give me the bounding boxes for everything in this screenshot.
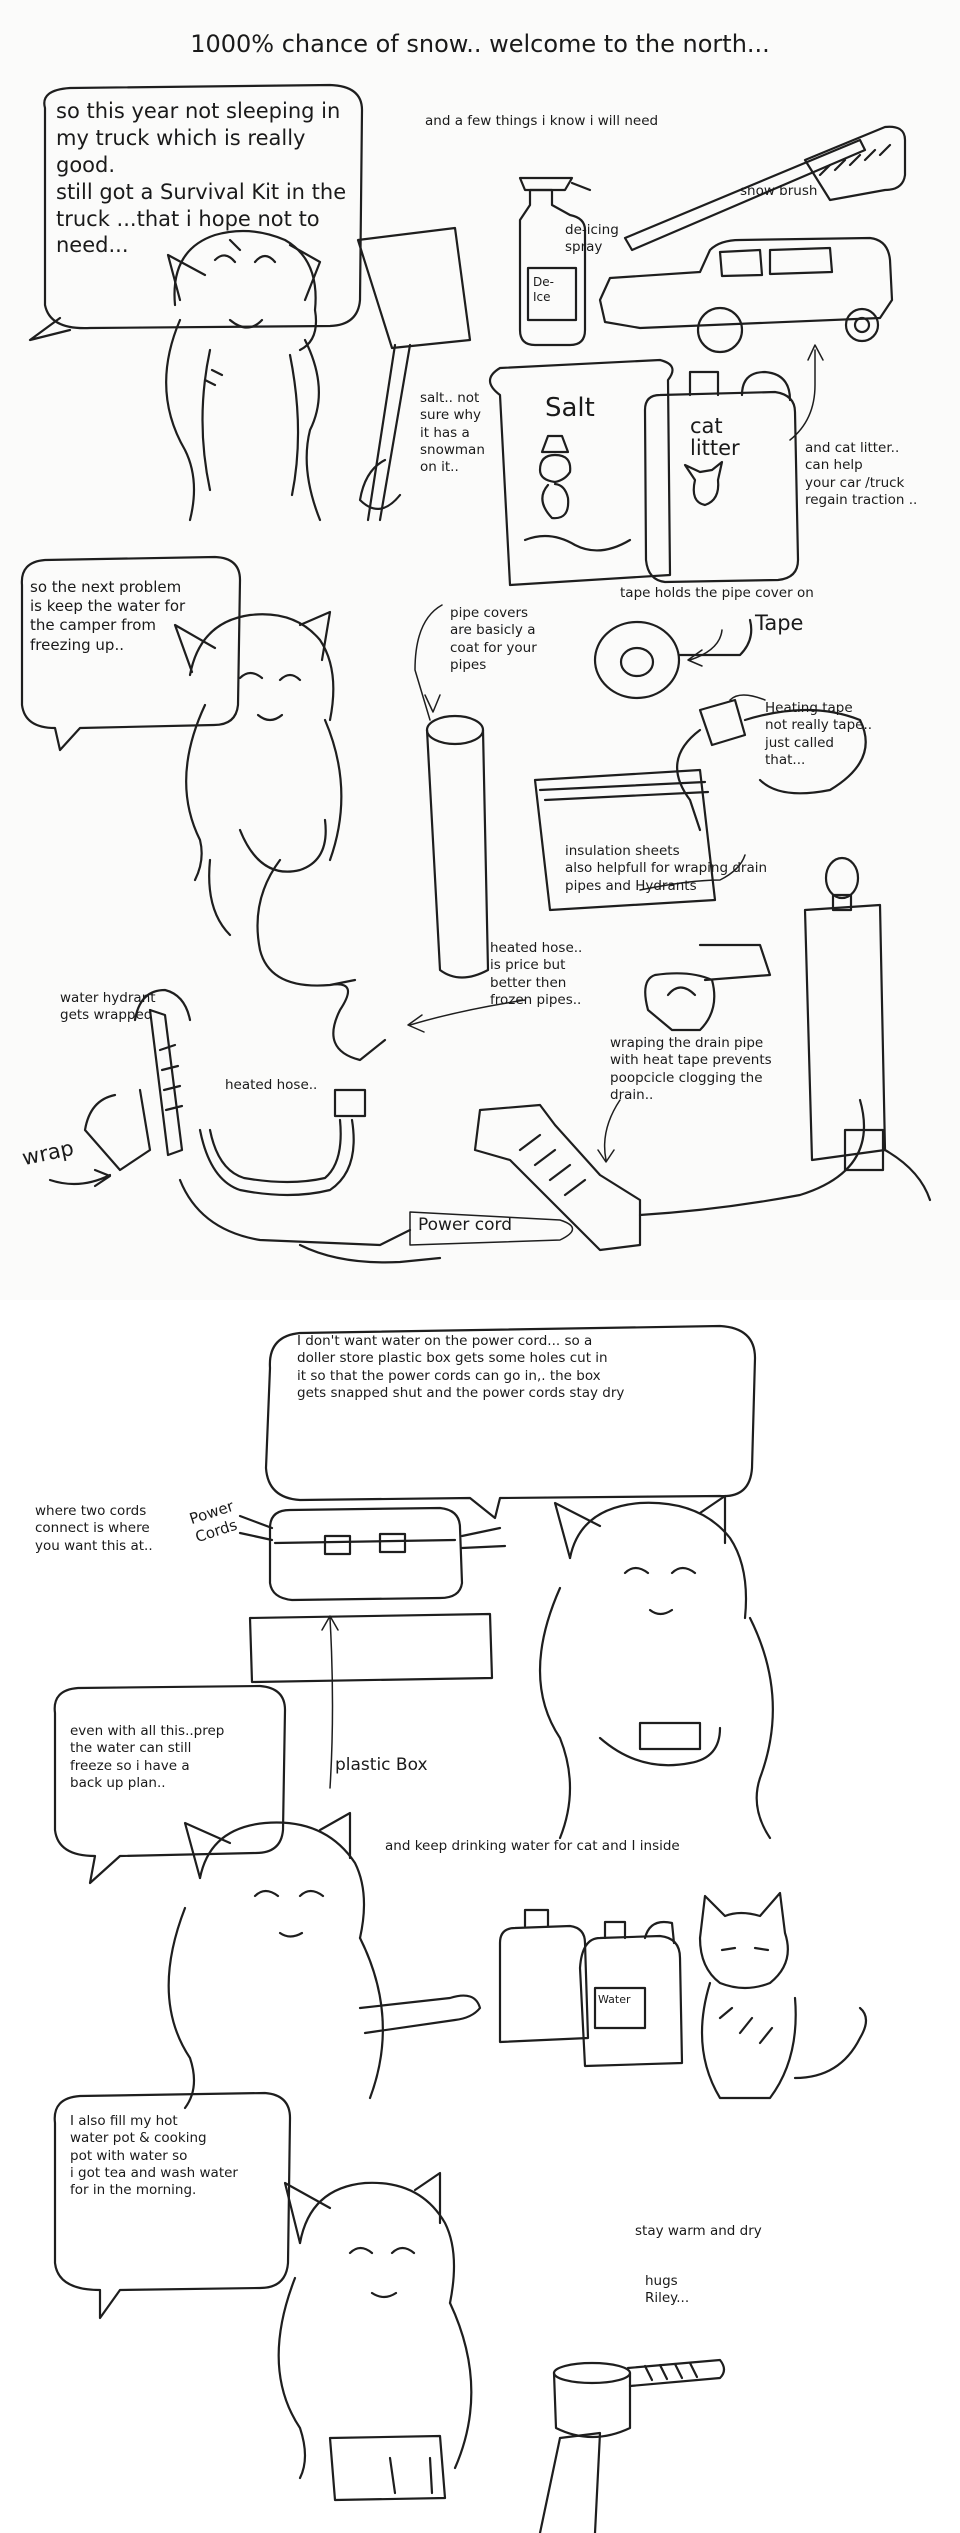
arrow-insulation (639, 854, 746, 891)
tape-note: tape holds the pipe cover on (620, 585, 814, 601)
signoff: hugs Riley... (645, 2273, 690, 2307)
heated-hose-label: heated hose.. (225, 1077, 318, 1093)
top-comic-page: 1000% chance of snow.. welcome to the no… (19, 30, 932, 1264)
tape-label: Tape (755, 611, 804, 635)
character-hooded-kid-hose (173, 610, 343, 937)
tape-roll (593, 618, 753, 700)
water-hydrant-wrapped (48, 988, 192, 1188)
drinking-water-note: and keep drinking water for cat and I in… (385, 1838, 680, 1854)
character-hooded-kid-pot (277, 2171, 602, 2533)
drain-pipe (473, 1098, 865, 1252)
heated-hose-loop (198, 1088, 367, 1197)
power-cord-label-shape (409, 1211, 574, 1246)
hot-water-speech-text: I also fill my hot water pot & cooking p… (70, 2113, 238, 2199)
drain-cup (644, 943, 772, 1032)
page-title: 1000% chance of snow.. welcome to the no… (190, 30, 770, 58)
where-cords-note: where two cords connect is where you wan… (35, 1503, 153, 1554)
speech-bubble-hot-water (53, 2091, 292, 2320)
box-speech-text: I don't want water on the power cord... … (297, 1333, 625, 1401)
cooking-pot (552, 2358, 726, 2438)
power-cord-label: Power cord (418, 1215, 513, 1235)
arrow-plastic-box (321, 1615, 339, 1789)
heated-hose-note: heated hose.. is price but better then f… (490, 940, 583, 1008)
water-jugs (498, 1908, 684, 2068)
insulation-sheets (533, 768, 717, 912)
water-hydrant-note: water hydrant gets wrapped (60, 990, 156, 1024)
snow-brush (623, 125, 907, 252)
speech-bubble-2 (20, 555, 242, 752)
salt-bag-label: Salt (545, 393, 595, 423)
arrow-heating-tape (729, 694, 766, 701)
bottom-page-drawings (53, 1324, 868, 2533)
cat-litter-note: and cat litter.. can help your car /truc… (805, 440, 918, 508)
speech-text-1: so this year not sleeping in my truck wh… (56, 99, 347, 258)
pipe-cover (425, 714, 490, 979)
plastic-box-drawing (238, 1506, 507, 1684)
deice-bottle-label: De- Ice (533, 275, 554, 305)
camper-pole (803, 856, 932, 1202)
salt-bag (488, 358, 674, 587)
arrow-heated-hose (407, 999, 526, 1033)
deicing-spray-bottle (518, 176, 592, 347)
snow-brush-label: snow brush (740, 183, 818, 199)
need-caption: and a few things i know i will need (425, 113, 659, 129)
water-jug-label: Water (598, 1993, 631, 2006)
pipe-covers-bracket (414, 604, 443, 721)
heated-hose-coil (256, 858, 387, 1062)
heating-tape-note: Heating tape not really tape.. just call… (765, 700, 873, 768)
character-hooded-kid-pointing (167, 1811, 482, 2110)
character-hooded-kid-shovel (165, 229, 322, 522)
drain-note: wraping the drain pipe with heat tape pr… (610, 1035, 772, 1103)
speech-text-2: so the next problem is keep the water fo… (30, 578, 186, 654)
speech-bubble-box (264, 1324, 757, 1520)
arrow-to-truck (789, 344, 824, 441)
arrow-drain (597, 1099, 621, 1163)
pipe-covers-note: pipe covers are basicly a coat for your … (450, 605, 537, 673)
stay-warm-note: stay warm and dry (635, 2223, 762, 2239)
snow-shovel (356, 226, 472, 522)
top-page-drawings (20, 83, 932, 1264)
cat-litter-label: cat litter (690, 414, 740, 461)
power-cord-line (178, 1178, 442, 1264)
cat-litter-jug (643, 370, 800, 584)
cat-drawing (698, 1891, 868, 2100)
speech-bubble-1 (28, 83, 364, 342)
backup-speech-text: even with all this..prep the water can s… (70, 1723, 225, 1791)
plastic-box-label: plastic Box (335, 1755, 428, 1775)
bottom-comic-page: I don't want water on the power cord... … (0, 1318, 960, 2533)
heating-tape-coil (676, 698, 867, 832)
deicing-label: de-icing spray (565, 222, 619, 256)
character-hooded-kid-box (539, 1494, 774, 1840)
speech-bubble-backup (53, 1684, 287, 1885)
insulation-note: insulation sheets also helpfull for wrap… (565, 843, 768, 894)
truck-drawing (598, 236, 894, 354)
salt-note: salt.. not sure why it has a snowman on … (420, 390, 485, 476)
arrow-tape (687, 629, 723, 667)
